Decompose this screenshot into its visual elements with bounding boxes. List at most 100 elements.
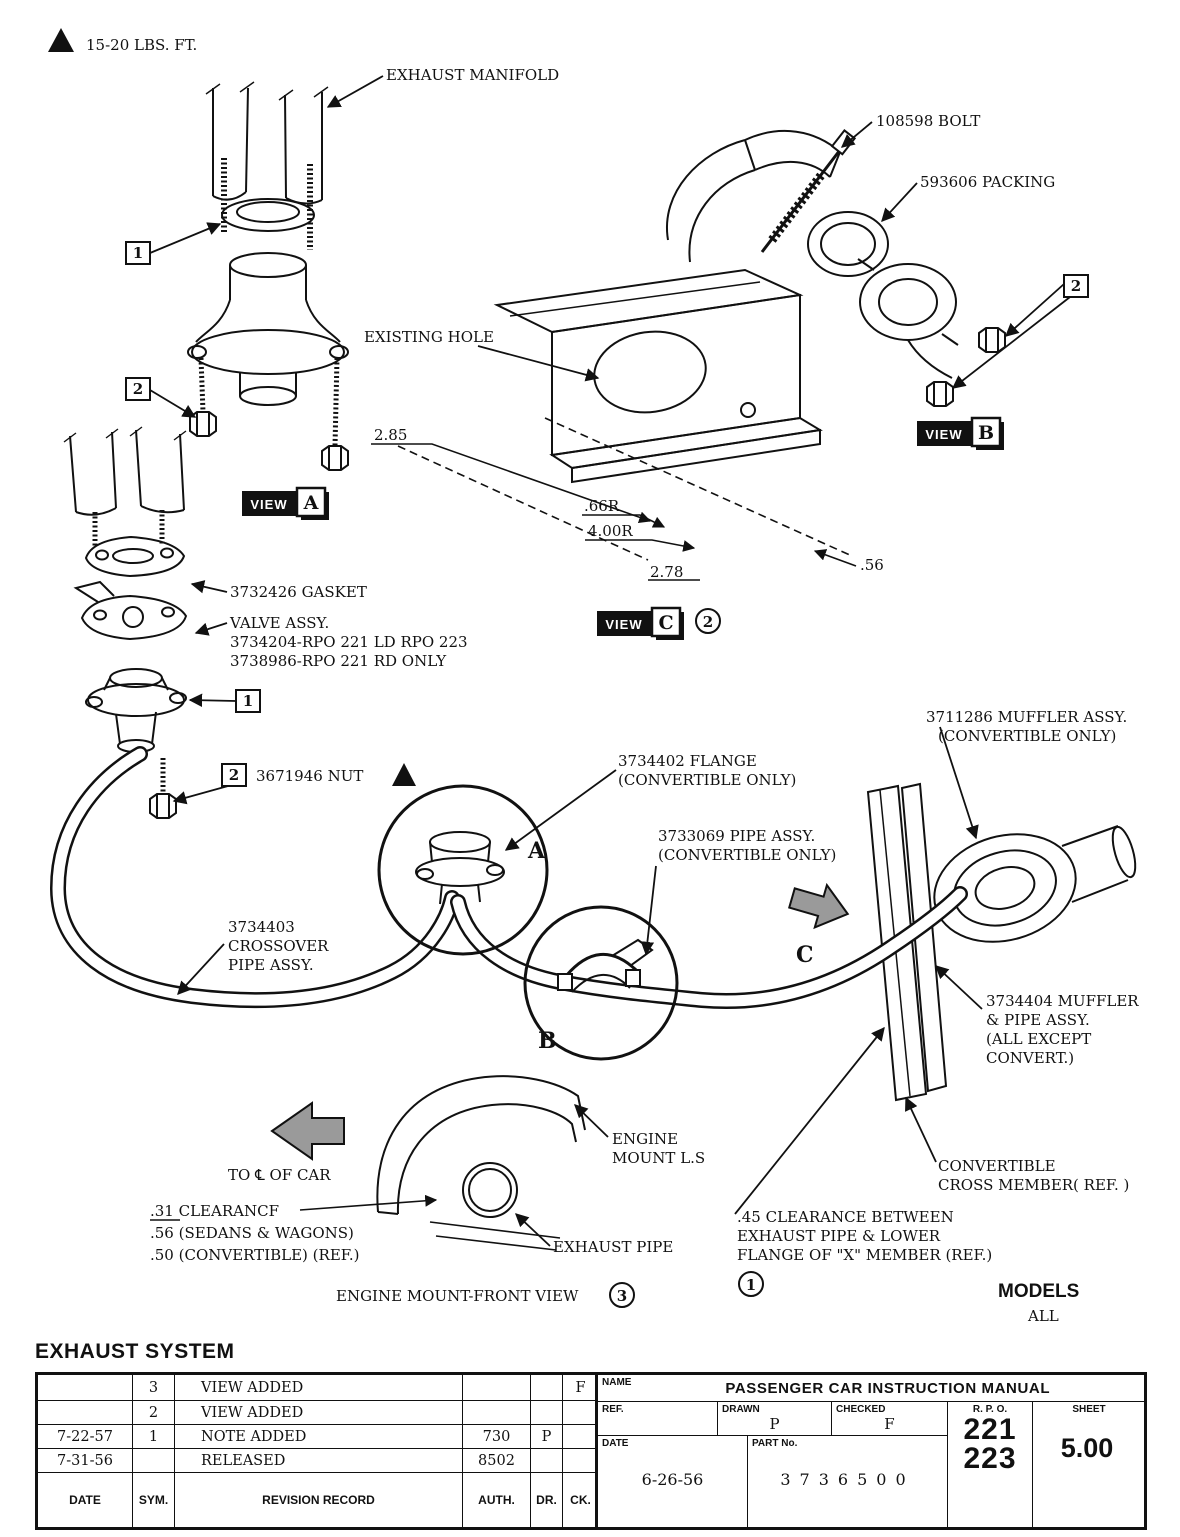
svg-text:1: 1 xyxy=(133,244,143,262)
dim-285: 2.85 xyxy=(374,426,407,444)
callout-1-view-a: 1 xyxy=(125,222,222,265)
label-pipe-conv-2: (CONVERTIBLE ONLY) xyxy=(658,846,836,864)
page-title: EXHAUST SYSTEM xyxy=(35,1340,235,1363)
svg-text:1: 1 xyxy=(243,692,253,710)
leader-exhaust-manifold xyxy=(326,75,384,108)
muffler-drawing xyxy=(933,825,1137,943)
dim-278: 2.78 xyxy=(650,563,683,581)
label-existing-hole: EXISTING HOLE xyxy=(364,328,494,346)
svg-text:C: C xyxy=(658,612,673,634)
checked-value: F xyxy=(884,1415,895,1433)
flanged-pipe-drawing xyxy=(85,668,187,819)
revision-cell xyxy=(563,1449,598,1473)
label-muffler-pipe-3: (ALL EXCEPT xyxy=(986,1030,1091,1048)
leader-clr45 xyxy=(734,1026,885,1215)
arrow-c-icon xyxy=(788,882,850,930)
ref-label: REF. xyxy=(602,1404,624,1415)
left-manifold-stub xyxy=(63,426,187,546)
revision-cell: 3 xyxy=(133,1375,175,1401)
dim-56-leader xyxy=(813,549,857,567)
rpo-value-2: 223 xyxy=(963,1442,1017,1476)
label-exhaust-pipe: EXHAUST PIPE xyxy=(553,1238,673,1256)
leader-flange xyxy=(504,769,617,851)
svg-text:1: 1 xyxy=(746,1276,756,1294)
leader-crossover xyxy=(177,943,225,995)
part-value: 3736500 xyxy=(780,1470,915,1489)
note-1-circle: 1 xyxy=(738,1271,764,1297)
view-b-drawing xyxy=(665,129,1006,407)
revision-cell xyxy=(38,1375,133,1401)
valve-assy-drawing xyxy=(73,580,188,641)
revision-cell: VIEW ADDED xyxy=(175,1401,463,1425)
leader-clr31 xyxy=(299,1194,438,1211)
leader-bolt xyxy=(840,121,873,148)
label-muffler-pipe-1: 3734404 MUFFLER xyxy=(986,992,1139,1010)
revision-cell: 2 xyxy=(133,1401,175,1425)
date-value: 6-26-56 xyxy=(641,1470,704,1489)
dim-400r-leader xyxy=(585,539,696,552)
svg-text:A: A xyxy=(303,492,319,514)
label-engine-mount-front: ENGINE MOUNT-FRONT VIEW xyxy=(336,1287,579,1305)
models-value: ALL xyxy=(1027,1307,1059,1325)
revision-cell xyxy=(563,1401,598,1425)
label-muffler-pipe-4: CONVERT.) xyxy=(986,1049,1074,1067)
revision-header-date: DATE xyxy=(38,1473,133,1527)
label-flange-2: (CONVERTIBLE ONLY) xyxy=(618,771,796,789)
label-clr45-3: FLANGE OF "X" MEMBER (REF.) xyxy=(737,1246,992,1264)
dim-400r: 4.00R xyxy=(588,522,633,540)
label-gasket: 3732426 GASKET xyxy=(230,583,367,601)
revision-cell: RELEASED xyxy=(175,1449,463,1473)
sheet-label: SHEET xyxy=(1072,1404,1106,1415)
callout-2-view-a: 2 xyxy=(125,377,197,418)
leader-existing-hole xyxy=(477,345,600,382)
drawn-label: DRAWN xyxy=(722,1404,760,1415)
label-muffler-conv-1: 3711286 MUFFLER ASSY. xyxy=(926,708,1127,726)
leader-valve-assy xyxy=(194,622,228,636)
label-clr45-1: .45 CLEARANCE BETWEEN xyxy=(737,1208,954,1226)
label-valve-assy-3: 3738986-RPO 221 RD ONLY xyxy=(230,652,447,670)
svg-text:2: 2 xyxy=(1071,277,1081,295)
svg-text:2: 2 xyxy=(133,380,143,398)
caution-icon xyxy=(392,763,416,786)
label-clr45-2: EXHAUST PIPE & LOWER xyxy=(737,1227,941,1245)
engine-mount-front-drawing xyxy=(376,1075,586,1251)
leader-engine-mount xyxy=(574,1104,609,1138)
view-a-drawing xyxy=(187,81,349,471)
revision-cell xyxy=(531,1375,563,1401)
revision-cell: P xyxy=(531,1425,563,1449)
revision-cell xyxy=(531,1449,563,1473)
svg-text:3: 3 xyxy=(617,1287,627,1305)
nut-icon xyxy=(321,445,349,471)
nut-icon xyxy=(926,381,954,407)
label-engine-mount-2: MOUNT L.S xyxy=(612,1149,705,1167)
label-cross-member-2: CROSS MEMBER( REF. ) xyxy=(938,1176,1129,1194)
label-packing: 593606 PACKING xyxy=(920,173,1055,191)
label-muffler-pipe-2: & PIPE ASSY. xyxy=(986,1011,1090,1029)
revision-header-ck: CK. xyxy=(570,1493,591,1507)
leader-muffler-pipe xyxy=(935,965,983,1010)
detail-letter-c: C xyxy=(796,942,814,968)
callout-2-view-b: 2 xyxy=(951,274,1089,389)
label-clr31: .31 CLEARANCF xyxy=(150,1202,279,1220)
leader-gasket xyxy=(190,580,228,594)
revision-cell: 7-22-57 xyxy=(38,1425,133,1449)
detail-circle-a xyxy=(377,784,549,956)
leader-cross-member xyxy=(905,1096,937,1163)
svg-text:2: 2 xyxy=(703,613,713,631)
drawing-footer: 3 VIEW ADDED F 2 VIEW ADDED 7-22-57 1 NO… xyxy=(35,1372,1147,1530)
dim-66r-leader xyxy=(582,514,666,528)
svg-text:VIEW: VIEW xyxy=(925,427,962,442)
exhaust-diagram: 15-20 LBS. FT. 1 xyxy=(48,28,1139,1325)
gasket-drawing xyxy=(84,535,186,578)
part-label: PART No. xyxy=(752,1438,798,1449)
revision-cell: 1 xyxy=(133,1425,175,1449)
dim-56: .56 xyxy=(860,556,884,574)
label-pipe-conv-1: 3733069 PIPE ASSY. xyxy=(658,827,815,845)
label-to-centerline: TO ℄ OF CAR xyxy=(228,1166,331,1184)
name-label: NAME xyxy=(602,1377,632,1388)
revision-cell: VIEW ADDED xyxy=(175,1375,463,1401)
detail-letter-b: B xyxy=(538,1028,557,1054)
to-centerline-arrow-icon xyxy=(270,1101,345,1161)
revision-cell: 730 xyxy=(463,1425,531,1449)
drawn-value: P xyxy=(769,1415,780,1433)
